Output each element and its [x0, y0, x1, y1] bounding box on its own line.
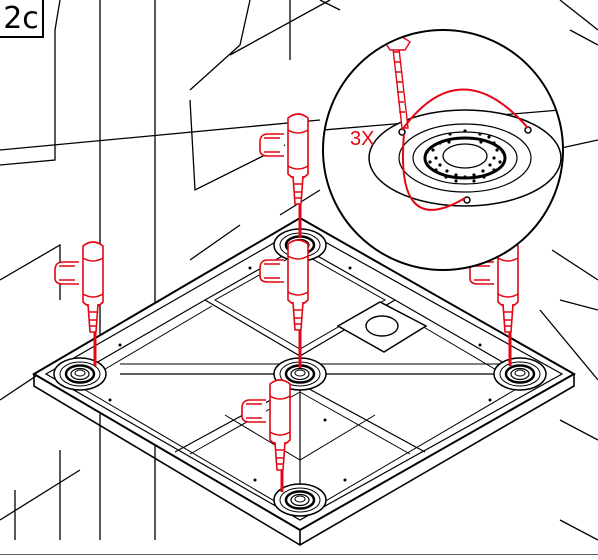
- adhesive-beads: [93, 204, 512, 492]
- detail-zoom: 3X: [322, 29, 564, 271]
- foot-pad-right: [492, 356, 548, 392]
- step-label: 2c: [0, 0, 44, 38]
- adhesive-cartridge-icon: [259, 113, 309, 205]
- drain-icon: [425, 129, 505, 183]
- adhesive-cartridge-icon: [54, 241, 104, 333]
- detail-quantity-label: 3X: [350, 128, 374, 150]
- foot-pad-left: [52, 356, 108, 392]
